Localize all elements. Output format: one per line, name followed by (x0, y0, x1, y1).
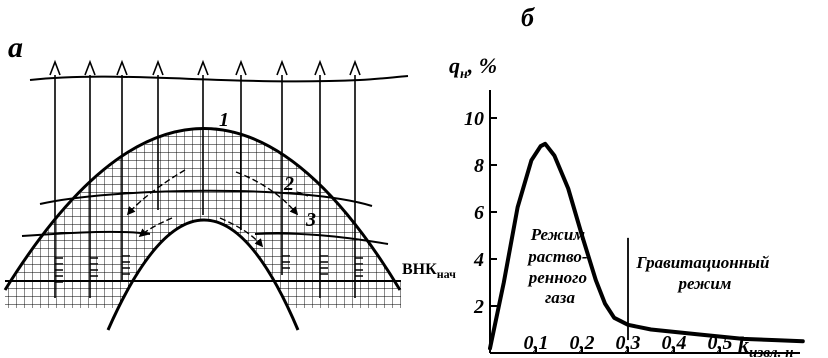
panel-a-letter: а (8, 31, 23, 64)
x-tick-label: 0,1 (524, 332, 549, 354)
well-head-icon (85, 62, 95, 75)
ground-surface-line (30, 76, 408, 81)
region-label-gravity: Гравитационный режим (635, 253, 773, 293)
marker-1: 1 (219, 109, 229, 131)
y-tick-label: 8 (474, 155, 484, 177)
y-tick-label: 10 (464, 108, 484, 130)
region-left-line-4: газа (545, 288, 575, 307)
well-head-icon (117, 62, 127, 75)
owc-label: ВНКнач (402, 261, 456, 281)
x-tick-label: 0,4 (662, 332, 687, 354)
well-head-icon (277, 62, 287, 75)
region-left-line-3: ренного (527, 268, 587, 287)
well-head-icon (198, 62, 208, 75)
y-tick-label: 6 (474, 202, 484, 224)
well-head-icon (315, 62, 325, 75)
y-ticks: 2 4 6 8 10 (464, 108, 497, 318)
panel-b-letter: б (521, 3, 535, 32)
marker-2: 2 (283, 173, 294, 195)
region-left-line-1: Режим (530, 225, 586, 244)
region-right-line-2: режим (677, 274, 732, 293)
region-right-line-1: Гравитационный (635, 253, 769, 272)
x-tick-label: 0,2 (570, 332, 595, 354)
x-axis-title: kизвл. н (738, 332, 793, 358)
well-head-icon (50, 62, 60, 75)
y-tick-label: 4 (473, 249, 484, 271)
region-left-line-2: раство- (526, 247, 588, 266)
marker-3: 3 (305, 209, 316, 231)
well-head-icon (153, 62, 163, 75)
well-head-icon (236, 62, 246, 75)
well-heads (50, 62, 360, 75)
region-label-solution-gas: Режим раство- ренного газа (526, 225, 592, 307)
y-axis-title: qн, % (449, 53, 497, 82)
reservoir-diagram: а 1 2 3 ВНКнач (0, 31, 456, 330)
y-tick-label: 2 (473, 296, 484, 318)
well-head-icon (350, 62, 360, 75)
